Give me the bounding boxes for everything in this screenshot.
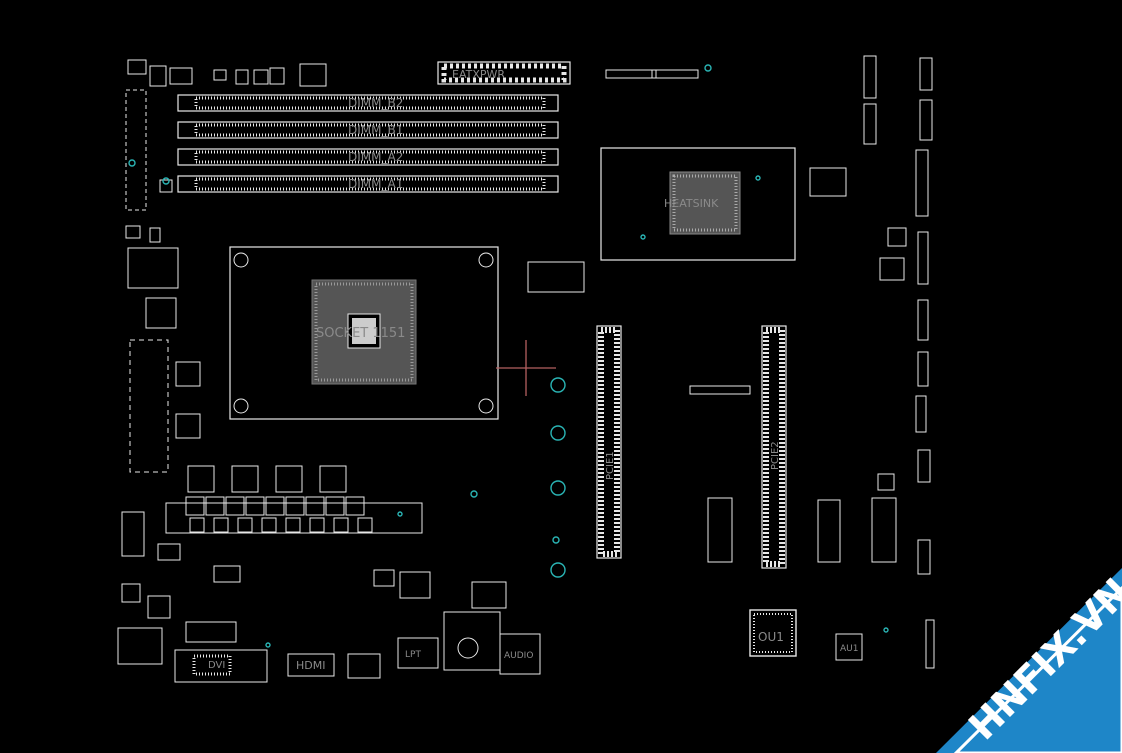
pcie-slot-1: PCIE1 (596, 325, 622, 559)
socket-label: SOCKET 1151 (316, 326, 405, 341)
audio-port: AUDIO (499, 633, 541, 675)
dimm-slot-b2: DIMM_B2 (177, 94, 559, 112)
au1-label: AU1 (840, 644, 858, 654)
crosshair-marker (496, 340, 556, 396)
ou1-label: OU1 (758, 630, 784, 644)
hdmi-port: HDMI (287, 653, 335, 677)
chipset-label: HEATSINK (664, 197, 719, 210)
chipset: HEATSINK (600, 147, 796, 261)
dvi-port: DVI (174, 649, 268, 683)
dimm-slot-a2: DIMM_A2 (177, 148, 559, 166)
lpt-label: LPT (405, 650, 421, 660)
pcie-label: PCIE1 (605, 451, 616, 480)
cpu-socket: SOCKET 1151 (229, 246, 499, 420)
dimm-slot-a1: DIMM_A1 (177, 175, 559, 193)
dimm-label: DIMM_A1 (348, 177, 403, 191)
dimm-slots: DIMM_B2 DIMM_B1 DIMM_A2 DIMM_A1 (177, 94, 559, 193)
chip-au1: AU1 (835, 633, 863, 661)
chip-ou1: OU1 (749, 609, 797, 657)
dvi-label: DVI (208, 660, 225, 671)
atx-power-label: EATXPWR (452, 68, 505, 81)
right-side-components (527, 55, 935, 669)
pcie-slot-2: PCIE2 (761, 325, 787, 569)
vrm-area (165, 361, 423, 534)
test-points (128, 64, 889, 648)
audio-label: AUDIO (504, 651, 533, 661)
dimm-label: DIMM_A2 (348, 150, 403, 164)
rear-io: DVI HDMI LPT AUDIO (174, 565, 541, 683)
dimm-label: DIMM_B1 (348, 123, 403, 137)
left-column-components (117, 59, 327, 665)
lpt-port: LPT (397, 637, 439, 669)
hdmi-label: HDMI (296, 659, 325, 672)
dimm-label: DIMM_B2 (348, 96, 403, 110)
pcie-label: PCIE2 (770, 441, 781, 470)
dimm-slot-b1: DIMM_B1 (177, 121, 559, 139)
atx-power-connector: EATXPWR (437, 61, 571, 85)
displayport (347, 653, 381, 679)
